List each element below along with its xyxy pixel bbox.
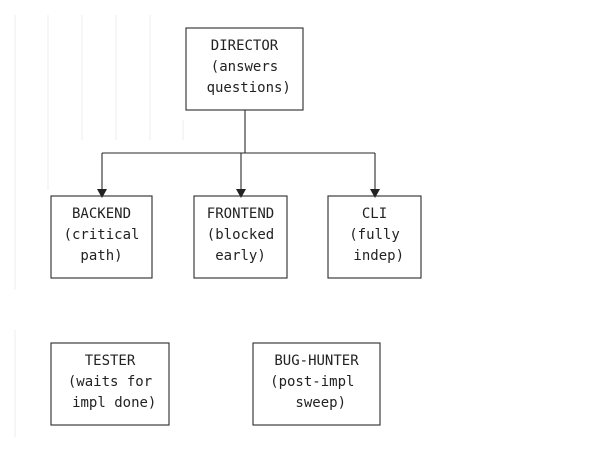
bug-hunter-box	[252, 342, 381, 426]
background-guides	[14, 15, 184, 437]
director-label-line-2: (answers	[210, 59, 279, 75]
backend-label-line-1: BACKEND	[71, 206, 132, 222]
tester-box	[50, 342, 170, 426]
cli-label-line-2: (fully	[349, 227, 400, 243]
arrowhead-frontend	[236, 189, 246, 198]
tester-label-line-3: impl done)	[63, 395, 157, 411]
frontend-label-line-3: early)	[215, 248, 266, 264]
director-label-line-1: DIRECTOR	[210, 38, 279, 54]
backend-label-line-3: path)	[80, 248, 123, 264]
bug-hunter-label-line-3: sweep)	[286, 395, 347, 411]
frontend-label-line-2: (blocked	[206, 227, 275, 243]
backend-box	[50, 195, 153, 279]
cli-label-line-3: indep)	[344, 248, 405, 264]
boxes-layer	[50, 27, 422, 426]
director-box	[185, 27, 304, 111]
arrowhead-backend	[97, 189, 107, 198]
director-label-line-3: questions)	[198, 80, 291, 96]
edges-layer	[97, 110, 380, 198]
bug-hunter-label-line-2: (post-impl	[270, 374, 363, 390]
frontend-box	[193, 195, 288, 279]
tester-label-line-2: (waits for	[67, 374, 153, 390]
bug-hunter-label-line-1: BUG-HUNTER	[274, 353, 359, 369]
arrowhead-cli	[370, 189, 380, 198]
frontend-label-line-1: FRONTEND	[206, 206, 275, 222]
backend-label-line-2: (critical	[63, 227, 140, 243]
cli-label-line-1: CLI	[361, 206, 388, 222]
cli-box	[327, 195, 422, 279]
tester-label-line-1: TESTER	[84, 353, 136, 369]
